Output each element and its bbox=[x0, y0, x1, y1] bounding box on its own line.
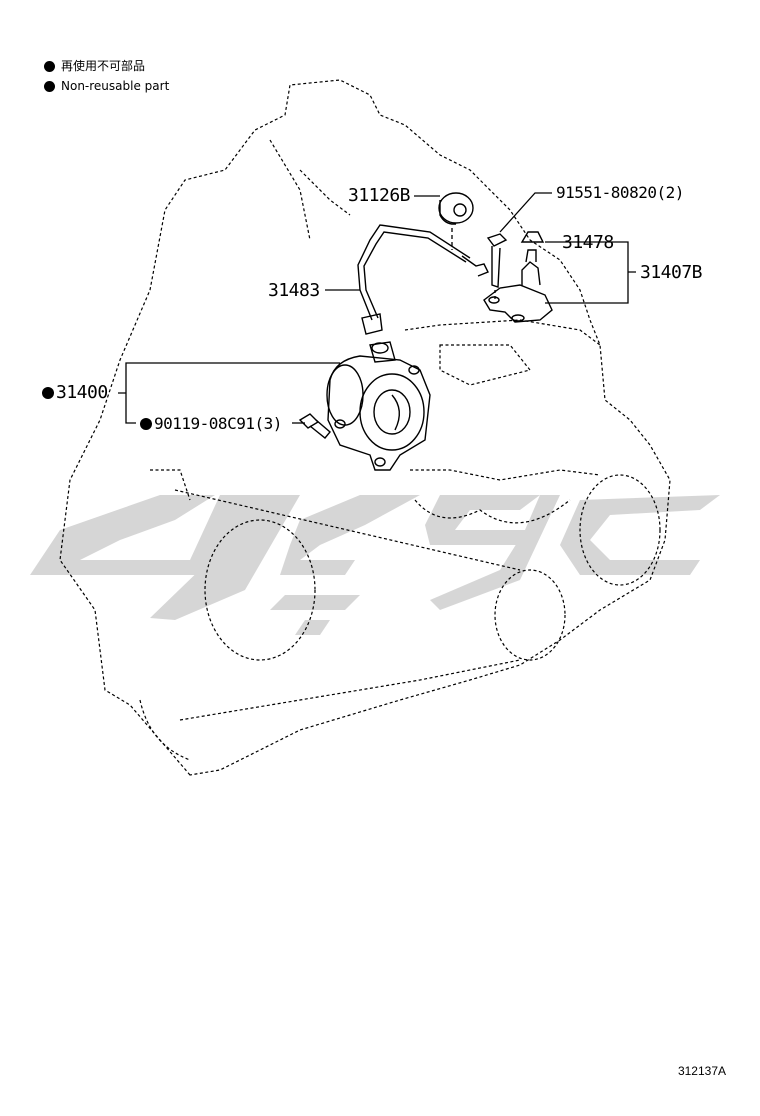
part-label-31400[interactable]: 31400 bbox=[42, 382, 108, 403]
non-reusable-dot-icon bbox=[140, 418, 152, 430]
part-label-91551[interactable]: 91551-80820(2) bbox=[556, 183, 684, 202]
watermark-logo bbox=[30, 495, 720, 635]
part-31126B-plug bbox=[438, 192, 474, 250]
leader-lines bbox=[118, 192, 636, 424]
part-label-31126B[interactable]: 31126B bbox=[348, 185, 411, 206]
part-90119-bolt bbox=[298, 413, 331, 439]
part-label-90119[interactable]: 90119-08C91(3) bbox=[140, 414, 282, 433]
legend-row-en: Non-reusable part bbox=[44, 79, 169, 93]
part-31483-tube bbox=[357, 224, 489, 335]
legend-row-jp: 再使用不可部品 bbox=[44, 59, 145, 73]
diagram-reference-code: 312137A bbox=[677, 1064, 726, 1078]
part-31400-cylinder bbox=[326, 341, 431, 471]
part-number-text: 31400 bbox=[56, 382, 108, 403]
part-31478-cap bbox=[520, 231, 545, 243]
part-label-31407B[interactable]: 31407B bbox=[640, 262, 703, 283]
legend-text: 再使用不可部品 bbox=[61, 59, 146, 73]
part-number-text: 90119-08C91(3) bbox=[154, 414, 282, 433]
part-label-31478[interactable]: 31478 bbox=[562, 232, 614, 253]
non-reusable-dot-icon bbox=[44, 60, 55, 72]
non-reusable-dot-icon bbox=[44, 80, 55, 92]
part-label-31483[interactable]: 31483 bbox=[268, 280, 320, 301]
transmission-housing bbox=[59, 79, 671, 776]
non-reusable-dot-icon bbox=[42, 387, 54, 399]
legend-text: Non-reusable part bbox=[61, 79, 170, 93]
part-31407B-bracket bbox=[483, 249, 553, 323]
